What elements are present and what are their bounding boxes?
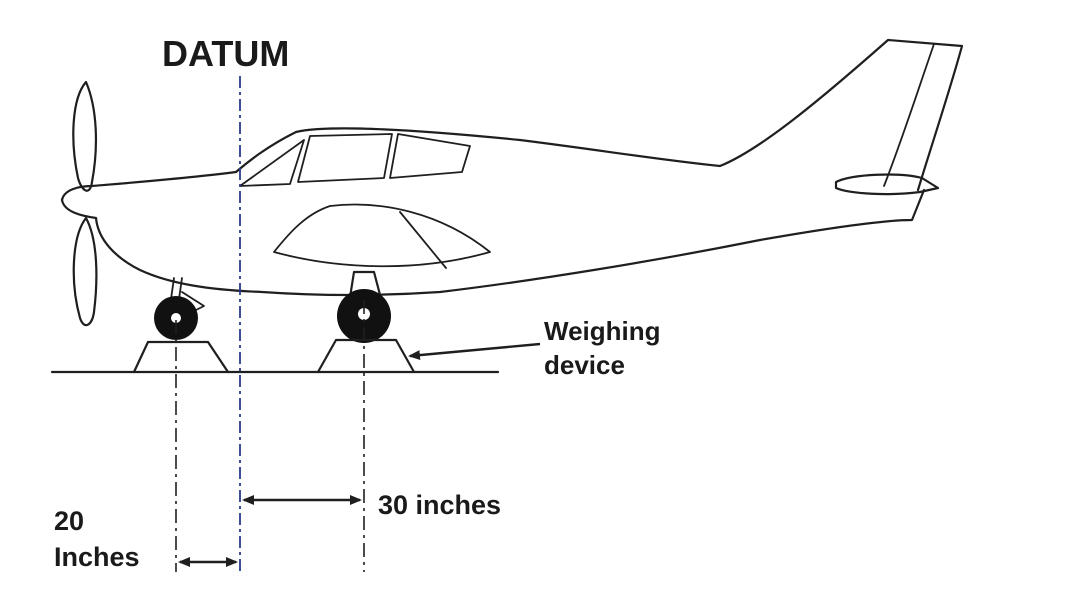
dimension-30-label: 30 inches — [378, 490, 501, 520]
nose-landing-gear — [154, 277, 205, 340]
datum-label: DATUM — [162, 33, 289, 74]
weighing-device-label-line2: device — [544, 350, 625, 380]
cabin-windows — [239, 133, 471, 187]
dimension-20-label-line2: Inches — [54, 542, 140, 572]
weighing-device-label-line1: Weighing — [544, 316, 661, 346]
propeller-icon — [72, 80, 98, 327]
weighing-device-main — [316, 338, 416, 374]
weighing-device-nose — [132, 340, 230, 374]
aircraft-fuselage — [60, 38, 964, 297]
main-landing-gear — [337, 270, 391, 343]
aircraft-wing — [273, 203, 491, 269]
weighing-device-pointer — [408, 342, 541, 361]
dimension-20-label-line1: 20 — [54, 506, 84, 536]
